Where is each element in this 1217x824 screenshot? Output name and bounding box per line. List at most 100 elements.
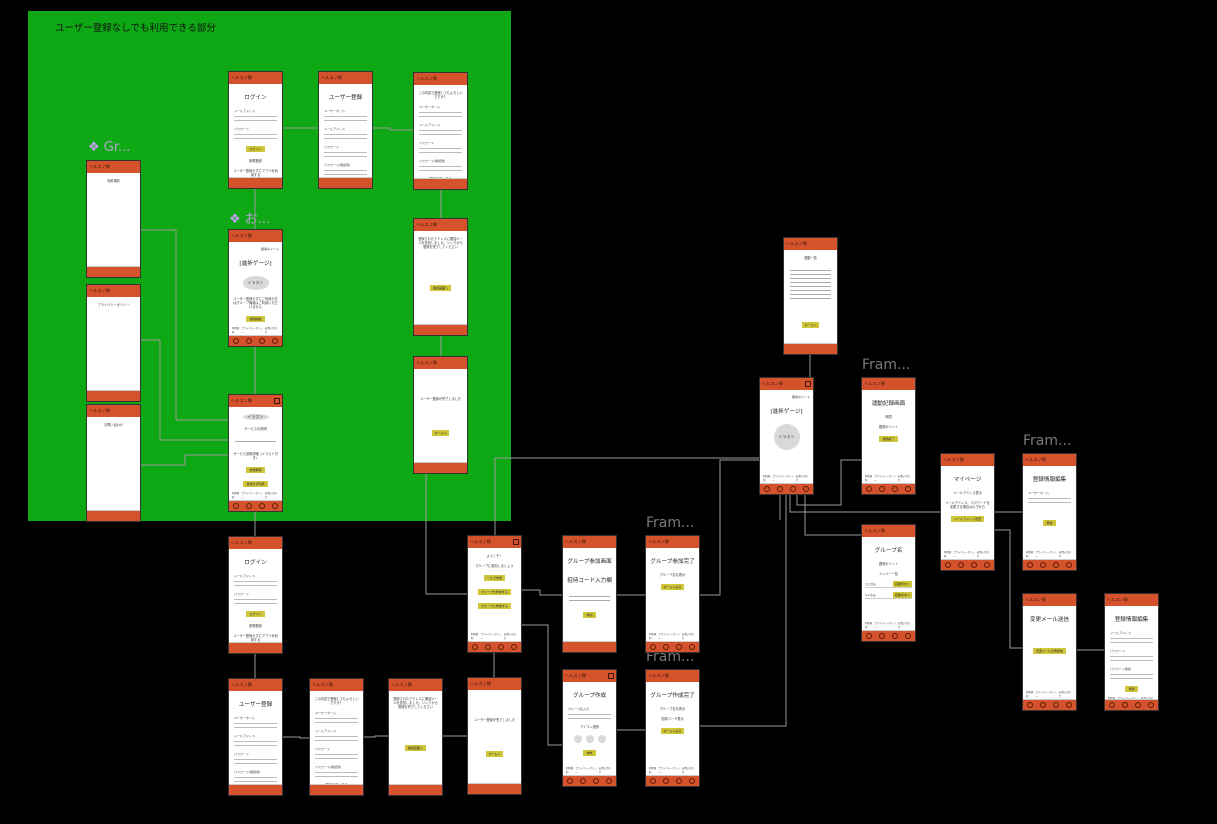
input-field[interactable]: パスワード(確認用) xyxy=(234,770,277,782)
home-icon[interactable] xyxy=(1026,562,1033,568)
frame-mail-sent1[interactable]: ヘルスノ隊登録されたアドレスに確認メールを送信しました。リンクから登録を完了して… xyxy=(414,219,467,335)
button[interactable]: ログイン xyxy=(246,146,265,152)
frame-contact[interactable]: ヘルスノ隊お問い合わせ xyxy=(87,405,140,521)
home-icon[interactable] xyxy=(865,633,872,639)
input-field[interactable]: パスワード xyxy=(315,747,358,760)
frame-mypage[interactable]: ヘルスノ隊マイページメールアドレス表示メールアドレス、パスワードを変更する場合は… xyxy=(941,454,994,570)
icon-option[interactable] xyxy=(573,735,582,744)
footer-link[interactable]: プライバシーポリシー xyxy=(953,551,975,558)
button[interactable]: 運動開始 xyxy=(246,316,265,322)
footer-link[interactable]: お問い合わせ xyxy=(897,475,910,482)
frame-label[interactable]: Fram... xyxy=(646,649,695,665)
footer-link[interactable]: お問い合わせ xyxy=(681,767,694,774)
button[interactable]: ログイン xyxy=(246,611,265,617)
frame-top[interactable]: ヘルスノ隊イラストサービスの説明サービス説明詳細（イラスト付き）新規登録登録せず… xyxy=(229,395,282,511)
footer-link[interactable]: プライバシーポリシー xyxy=(772,475,794,482)
home-icon[interactable] xyxy=(471,644,478,650)
exercise-icon[interactable] xyxy=(593,778,600,784)
exercise-icon[interactable] xyxy=(971,562,978,568)
footer-link[interactable]: 利用規約 xyxy=(1026,551,1034,558)
group-icon[interactable] xyxy=(579,778,586,784)
home-icon[interactable] xyxy=(1026,702,1033,708)
component-label[interactable]: ❖ Gr... xyxy=(88,140,131,155)
exercise-icon[interactable] xyxy=(1053,702,1060,708)
button[interactable]: 作成 xyxy=(583,750,596,757)
input-field[interactable]: パスワード(確認用) xyxy=(315,765,358,778)
input-field[interactable]: メールアドレス xyxy=(315,729,358,742)
input-field[interactable]: グループ名入力 xyxy=(568,707,611,719)
footer-link[interactable]: 利用規約 xyxy=(649,767,657,774)
cheer-button[interactable]: 応援ボタン xyxy=(892,592,912,599)
icon-options[interactable] xyxy=(573,735,606,744)
exercise-icon[interactable] xyxy=(498,644,505,650)
footer-link[interactable]: プライバシーポリシー xyxy=(480,633,502,640)
button[interactable]: メールアドレス変更 xyxy=(950,516,984,523)
button[interactable]: ホームへ戻る xyxy=(660,584,685,591)
exercise-icon[interactable] xyxy=(790,486,797,492)
exercise-icon[interactable] xyxy=(259,338,266,344)
logout-icon[interactable] xyxy=(274,398,280,404)
frame-mail-sent2[interactable]: ヘルスノ隊登録されたアドレスに確認メールを送信しました。リンクから登録を完了して… xyxy=(389,679,442,795)
frame-home2[interactable]: ヘルスノ隊獲得ポイント[進捗ゲージ]イラスト利用規約プライバシーポリシーお問い合… xyxy=(760,378,813,494)
frame-profile-edit1[interactable]: ヘルスノ隊登録情報編集ユーザーネーム登録利用規約プライバシーポリシーお問い合わせ xyxy=(1023,454,1076,570)
frame-exercise-record[interactable]: ヘルスノ隊運動記録画面時間獲得ポイント運動終了利用規約プライバシーポリシーお問い… xyxy=(862,378,915,494)
button[interactable]: 確認画面へ xyxy=(429,285,451,292)
group-icon[interactable] xyxy=(957,562,964,568)
footer-link[interactable]: プライバシーポリシー xyxy=(874,475,896,482)
home-icon[interactable] xyxy=(232,503,239,509)
input-field[interactable]: ユーザーネーム xyxy=(419,105,462,118)
frame-home1[interactable]: ヘルスノ隊獲得ポイント[進捗ゲージ]イラストユーザー登録せずにご利用の方はグルー… xyxy=(229,230,282,346)
input-field[interactable]: パスワード xyxy=(234,592,277,604)
input-field[interactable]: パスワード(確認用) xyxy=(419,159,462,172)
group-icon[interactable] xyxy=(662,644,669,650)
frame-welcome[interactable]: ヘルスノ隊ようこそ！グループに参加しましょう一人で参加グループを作成するグループ… xyxy=(468,536,521,652)
footer-link[interactable]: お問い合わせ xyxy=(264,327,277,334)
settings-icon[interactable] xyxy=(513,539,519,545)
footer-link[interactable]: お問い合わせ xyxy=(264,492,277,500)
home-icon[interactable] xyxy=(1108,702,1115,708)
footer-link[interactable]: 利用規約 xyxy=(649,633,657,640)
footer-link[interactable]: プライバシーポリシー xyxy=(658,633,680,640)
button[interactable]: ホームへ戻る xyxy=(660,728,685,735)
group-icon[interactable] xyxy=(1121,702,1128,708)
footer-link[interactable]: 利用規約 xyxy=(566,767,574,774)
group-icon[interactable] xyxy=(245,503,252,509)
footer-link[interactable]: 利用規約 xyxy=(865,475,873,482)
footer-link[interactable]: お問い合わせ xyxy=(1058,551,1071,558)
footer-link[interactable]: プライバシーポリシー xyxy=(658,767,680,774)
mypage-icon[interactable] xyxy=(984,562,991,568)
mypage-icon[interactable] xyxy=(272,338,279,344)
frame-confirm1[interactable]: ヘルスノ隊この内容で登録してもよろしいですか？ユーザーネームメールアドレスパスワ… xyxy=(414,73,467,189)
input-field[interactable]: パスワード xyxy=(234,127,277,139)
input-field[interactable]: メールアドレス xyxy=(234,109,277,121)
input-field[interactable]: パスワード xyxy=(1110,649,1153,661)
home-icon[interactable] xyxy=(944,562,951,568)
footer-link[interactable]: お問い合わせ xyxy=(795,475,808,482)
footer-link[interactable]: 利用規約 xyxy=(1108,697,1116,700)
exercise-icon[interactable] xyxy=(676,644,683,650)
button[interactable]: ホームへ xyxy=(485,751,504,758)
footer-link[interactable]: プライバシーポリシー xyxy=(1035,691,1057,698)
input-field[interactable]: メールアドレス xyxy=(234,734,277,746)
group-icon[interactable] xyxy=(776,486,783,492)
frame-confirm2[interactable]: ヘルスノ隊この内容で登録してもよろしいですか？ユーザーネームメールアドレスパスワ… xyxy=(310,679,363,795)
mypage-icon[interactable] xyxy=(905,486,912,492)
footer-link[interactable]: お問い合わせ xyxy=(1140,697,1153,700)
frame-register1[interactable]: ヘルスノ隊ユーザー登録ユーザーネームメールアドレスパスワードパスワード(確認用)… xyxy=(319,72,372,188)
footer-link[interactable]: お問い合わせ xyxy=(681,633,694,640)
footer-link[interactable]: お問い合わせ xyxy=(598,767,611,774)
frame-done1[interactable]: ヘルスノ隊ユーザー登録が完了しましたホームへ xyxy=(414,357,467,473)
exercise-icon[interactable] xyxy=(1135,702,1142,708)
cheer-button[interactable]: 応援ボタン xyxy=(892,581,912,588)
exercise-icon[interactable] xyxy=(1053,562,1060,568)
footer-link[interactable]: 利用規約 xyxy=(471,633,479,640)
mypage-icon[interactable] xyxy=(1148,702,1155,708)
footer-link[interactable]: お問い合わせ xyxy=(897,622,910,629)
button[interactable]: 運動終了 xyxy=(879,436,898,443)
input-field[interactable]: パスワード確認 xyxy=(1110,667,1153,679)
footer-link[interactable]: 利用規約 xyxy=(232,492,240,500)
group-icon[interactable] xyxy=(245,338,252,344)
group-icon[interactable] xyxy=(662,778,669,784)
frame-exercise-list[interactable]: ヘルスノ隊運動一覧ホームへ xyxy=(784,238,837,354)
footer-link[interactable]: プライバシーポリシー xyxy=(241,492,263,500)
